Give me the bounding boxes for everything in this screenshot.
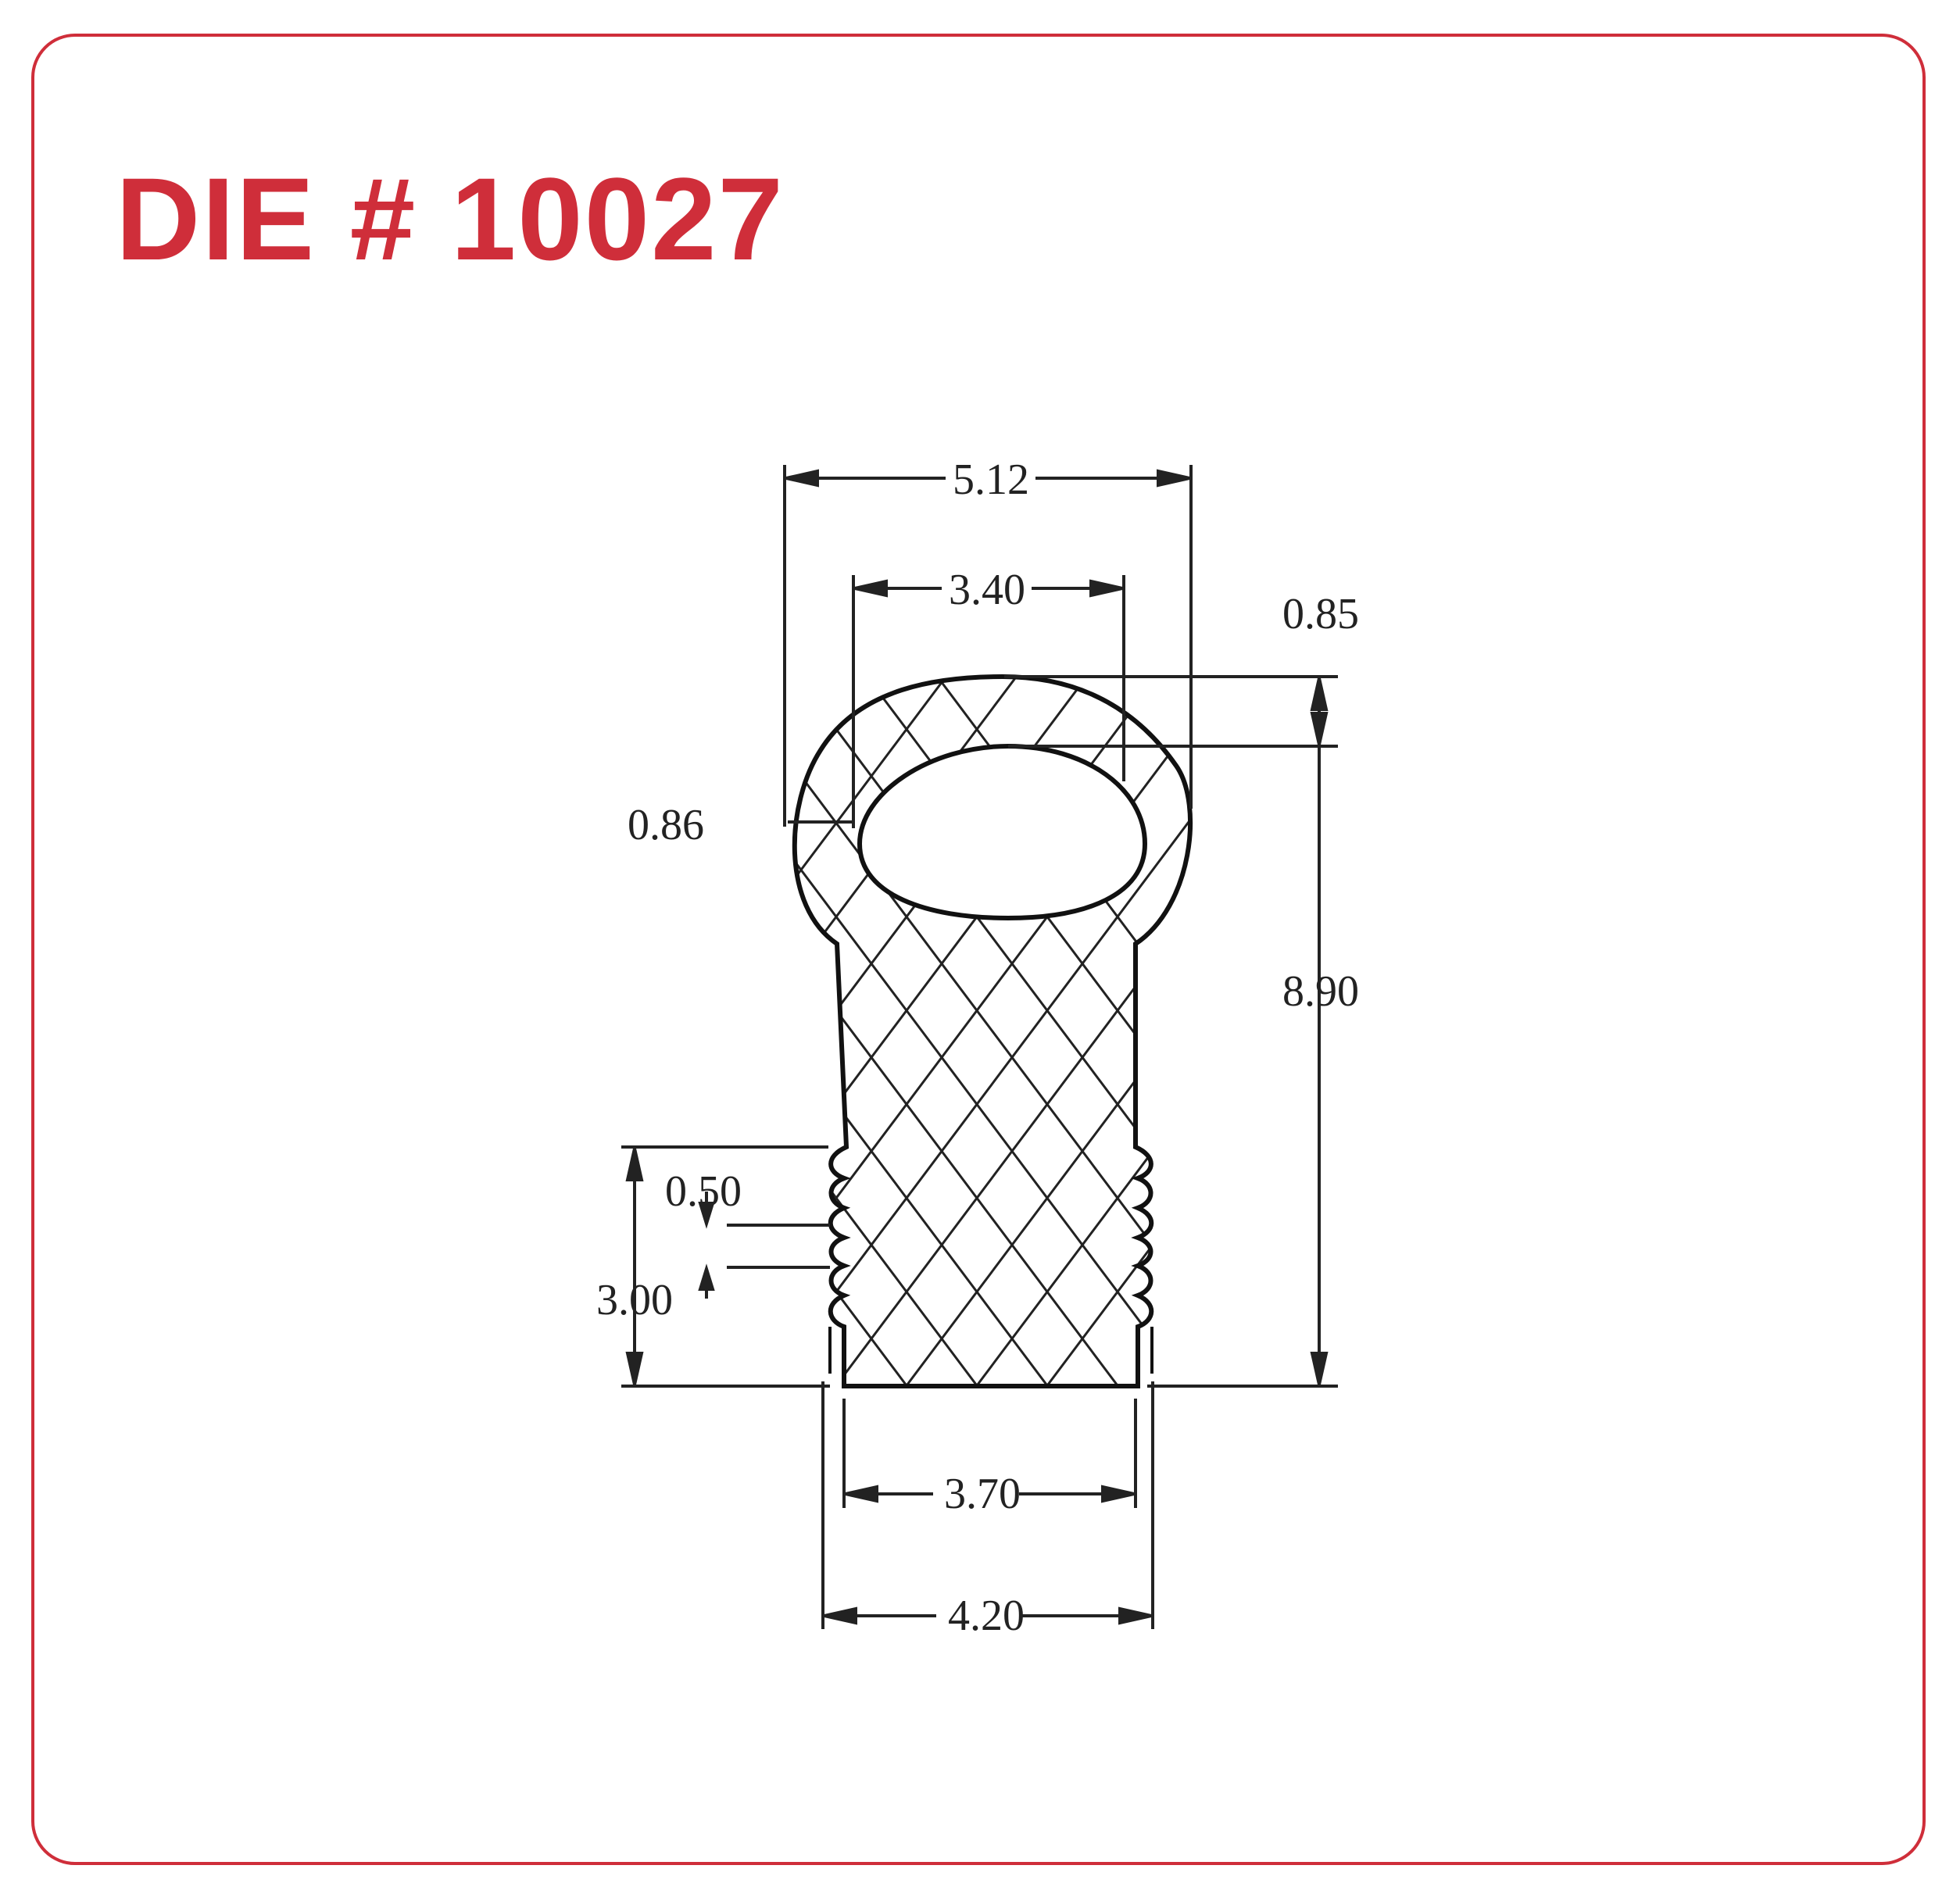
label-knockouts	[933, 457, 1035, 1635]
dim-inner-width: 3.40	[949, 566, 1025, 614]
dim-overall-width: 5.12	[953, 456, 1029, 504]
dim-rib-pitch: 0.50	[665, 1167, 742, 1216]
dim-base-outer: 4.20	[948, 1592, 1025, 1640]
page-title: DIE # 10027	[116, 153, 785, 284]
dimension-lines	[621, 465, 1338, 1629]
dim-height: 8.90	[1282, 967, 1359, 1016]
frame-card	[31, 34, 1926, 1865]
profile-outline	[792, 674, 1193, 1388]
dim-top-wall: 0.85	[1282, 590, 1359, 638]
cross-hatch	[794, 677, 1191, 1386]
dimension-labels: 5.12 3.40 0.85 0.86 8.90 0.50 3.00 3.70 …	[596, 456, 1359, 1640]
dim-base-inner: 3.70	[944, 1470, 1021, 1518]
dim-rib-zone: 3.00	[596, 1276, 673, 1324]
dim-side-wall: 0.86	[628, 801, 704, 849]
